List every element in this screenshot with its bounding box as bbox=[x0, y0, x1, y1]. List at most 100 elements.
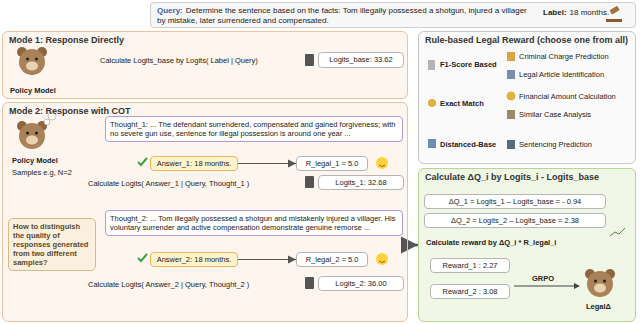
node-text: Logits_2: 36.00 bbox=[323, 279, 399, 288]
drawing-part bbox=[26, 136, 38, 145]
reward-value-box: Reward_1 : 2.27 bbox=[430, 258, 510, 273]
reward-box: R_legal_1 = 5.0 bbox=[296, 156, 368, 171]
drawing-part bbox=[26, 132, 29, 135]
drawing-part bbox=[587, 271, 613, 297]
logits-box: Logits_1: 32.68 bbox=[318, 175, 404, 190]
drawing-part bbox=[603, 280, 606, 283]
connector-arrow bbox=[238, 259, 296, 260]
drawing-part bbox=[138, 158, 147, 165]
node-text: R_legal_1 = 5.0 bbox=[301, 159, 363, 168]
label-text: Policy Model bbox=[10, 86, 56, 95]
logits-box: Logits_base: 33.62 bbox=[318, 52, 404, 68]
drawing-part bbox=[610, 228, 625, 236]
reward-box: R_legal_2 = 5.0 bbox=[296, 252, 368, 267]
logits-box: Logits_2: 36.00 bbox=[318, 276, 404, 291]
bear-icon bbox=[17, 47, 47, 75]
node-text: Mode 1: Response Directly bbox=[9, 35, 401, 46]
answer-box: Answer_2: 18 months. bbox=[150, 252, 238, 267]
drawing-part bbox=[376, 157, 388, 169]
drawing-part bbox=[150, 2, 636, 28]
node-text: ΔQ_1 = Logits_1 – Logits_base = - 0.94 bbox=[429, 197, 601, 206]
node-text: Determine the sentence based on the fact… bbox=[157, 6, 527, 25]
label-text: Calculate Logits( Answer_1 | Query, Thou… bbox=[88, 179, 249, 188]
label-text: Policy Model bbox=[12, 156, 58, 165]
drawing-part bbox=[305, 277, 314, 289]
drawing-part bbox=[610, 6, 620, 15]
delta-box: ΔQ_2 = Logits_2 – Logits_base = 2.38 bbox=[424, 213, 606, 228]
drawing-part bbox=[507, 92, 516, 101]
thought-box: Thought_2: ... Tom illegally possessed a… bbox=[105, 210, 403, 236]
delta-box: ΔQ_1 = Logits_1 – Logits_base = - 0.94 bbox=[424, 194, 606, 209]
drawing-part bbox=[35, 58, 38, 61]
drawing-part bbox=[418, 31, 636, 164]
label-text: Legal Article Identification bbox=[519, 70, 604, 79]
grpo-arrow bbox=[514, 283, 580, 289]
drawing-part bbox=[379, 261, 385, 263]
node-text: Thought_2: ... Tom illegally possessed a… bbox=[110, 214, 398, 232]
node-text: R_legal_2 = 5.0 bbox=[301, 255, 363, 264]
drawing-part bbox=[514, 285, 576, 286]
answer-box: Answer_1: 18 months. bbox=[150, 156, 238, 171]
drawing-part bbox=[305, 176, 314, 188]
drawing-part bbox=[574, 283, 580, 289]
heading: Label: bbox=[543, 8, 567, 17]
drawing-part bbox=[594, 280, 597, 283]
panel-grounds bbox=[2, 2, 636, 322]
drawing-part bbox=[305, 54, 314, 66]
label-text: Calculate Logits( Answer_2 | Query, Thou… bbox=[88, 280, 249, 289]
drawing-part bbox=[138, 254, 147, 261]
drawing-part bbox=[507, 52, 515, 61]
drawing-part bbox=[2, 31, 408, 99]
query-bar: Query:Determine the sentence based on th… bbox=[150, 2, 636, 28]
label-text: Samples e.g, N=2 bbox=[12, 168, 72, 177]
node-text: Reward_1 : 2.27 bbox=[435, 261, 505, 270]
drawing-part bbox=[594, 284, 606, 293]
bear-icon bbox=[585, 269, 615, 297]
drawing-part bbox=[2, 102, 408, 322]
drawing-part bbox=[606, 19, 622, 22]
drawing-part bbox=[428, 139, 436, 148]
node-text: Calculate ΔQ_i by Logits_i - Logits_base bbox=[425, 172, 629, 183]
label-box: Label:18 months. bbox=[540, 6, 632, 24]
drawing-part bbox=[507, 140, 515, 149]
chart-icon bbox=[610, 228, 625, 236]
drawing-part bbox=[379, 165, 385, 167]
node-text: ΔQ_2 = Logits_2 – Logits_base = 2.38 bbox=[429, 216, 601, 225]
thought-box: Thought_1: ... The defendant surrendered… bbox=[105, 116, 403, 142]
connector-arrow bbox=[408, 244, 418, 247]
node-text: 18 months. bbox=[570, 8, 610, 17]
node-text: Rule-based Legal Reward (choose one from… bbox=[425, 35, 629, 46]
drawing-part bbox=[35, 132, 38, 135]
drawing-part bbox=[507, 70, 515, 79]
node-text: Thought_1: ... The defendant surrendered… bbox=[110, 120, 398, 138]
label-text: F1-Score Based bbox=[440, 60, 497, 69]
heading: Query: bbox=[157, 6, 183, 15]
mode-panel: Mode 1: Response DirectlyLogits_base: 33… bbox=[2, 31, 408, 99]
mode-panel: Mode 2: Response with COTThought_1: ... … bbox=[2, 102, 408, 322]
label-text: Criminal Charge Prediction bbox=[519, 52, 609, 61]
node-text: Logits_base: 33.62 bbox=[323, 55, 399, 64]
bear-icon bbox=[17, 112, 56, 149]
label-text: GRPO bbox=[532, 274, 554, 283]
label-text: Exact Match bbox=[440, 99, 484, 108]
drawing-part bbox=[19, 123, 45, 149]
callout-box: How to distinguish the quality of respon… bbox=[8, 218, 96, 271]
drawing-part bbox=[376, 253, 388, 265]
drawing-part bbox=[26, 62, 38, 71]
node-text: Reward_2 : 3.08 bbox=[435, 287, 505, 296]
drawing-part bbox=[418, 168, 636, 322]
node-text: Logits_1: 32.68 bbox=[323, 178, 399, 187]
drawing-part bbox=[26, 58, 29, 61]
connector-arrow bbox=[238, 163, 296, 164]
label-text: LegalΔ bbox=[586, 302, 611, 311]
label-text: Sentencing Prediction bbox=[519, 140, 592, 149]
label-text: Financial Amount Calculation bbox=[519, 92, 616, 101]
node-text: Answer_2: 18 months. bbox=[155, 255, 233, 264]
node-text: How to distinguish the quality of respon… bbox=[13, 222, 91, 267]
drawing-part bbox=[44, 119, 50, 125]
label-text: Calculate reward by ΔQ_i * R_legal_i bbox=[426, 238, 556, 247]
label-text: Calculate Logits_base by Logits( Label |… bbox=[100, 56, 258, 65]
drawing-part bbox=[428, 99, 436, 107]
drawing-part bbox=[507, 110, 515, 119]
reward-type-icon bbox=[428, 52, 516, 149]
